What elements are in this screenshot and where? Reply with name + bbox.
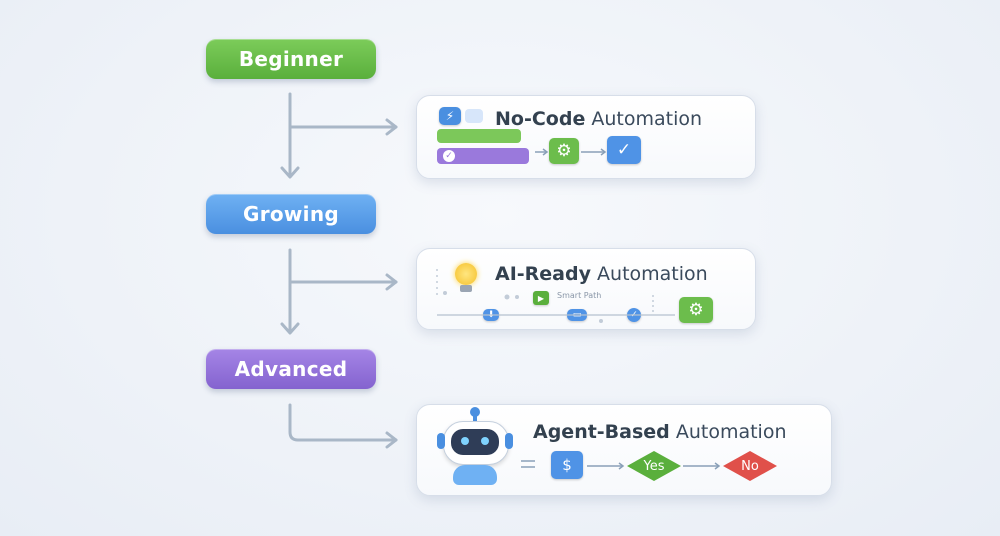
card3-arrows [521, 460, 721, 470]
lightning-icon: ⚡ [439, 107, 461, 125]
green-bar [437, 129, 521, 143]
card-title-ai-ready: AI-Ready Automation [495, 263, 708, 285]
card-title-rest: Automation [669, 421, 787, 443]
lightbulb-base [460, 285, 472, 292]
card-no-code-automation: No-Code Automation ⚡ ✓ ⚙ ✓ [416, 95, 756, 179]
dollar-shield-icon: $ [551, 451, 583, 479]
card-title-bold: Agent-Based [533, 421, 670, 443]
purple-bar [437, 148, 529, 164]
smart-path-label: Smart Path [557, 291, 602, 300]
card-title-rest: Automation [590, 263, 708, 285]
card-ai-ready-automation: AI-Ready Automation ▶ Smart Path ⬇ ▭ ✓ ⚙ [416, 248, 756, 330]
card-agent-based-automation: Agent-Based Automation $ Yes No [416, 404, 832, 496]
level-advanced: Advanced [206, 349, 376, 389]
decision-no: No [723, 451, 777, 481]
lightbulb-icon [455, 263, 477, 285]
card-title-bold: No-Code [495, 108, 586, 130]
no-label: No [741, 458, 759, 474]
check-icon: ✓ [607, 136, 641, 164]
gear-icon: ⚙ [549, 138, 579, 164]
card2-path-lines [436, 269, 675, 323]
card-title-rest: Automation [585, 108, 703, 130]
yes-label: Yes [643, 458, 665, 474]
robot-icon [435, 407, 515, 487]
play-icon: ▶ [533, 291, 549, 305]
decision-yes: Yes [627, 451, 681, 481]
gear-icon: ⚙ [679, 297, 713, 323]
level-beginner: Beginner [206, 39, 376, 79]
card-title-no-code: No-Code Automation [495, 108, 702, 130]
card1-arrows [535, 148, 607, 156]
check-circle-icon: ✓ [443, 150, 455, 162]
level-growing: Growing [206, 194, 376, 234]
blue-bar [465, 109, 483, 123]
card-title-bold: AI-Ready [495, 263, 591, 285]
card-title-agent-based: Agent-Based Automation [533, 421, 787, 443]
